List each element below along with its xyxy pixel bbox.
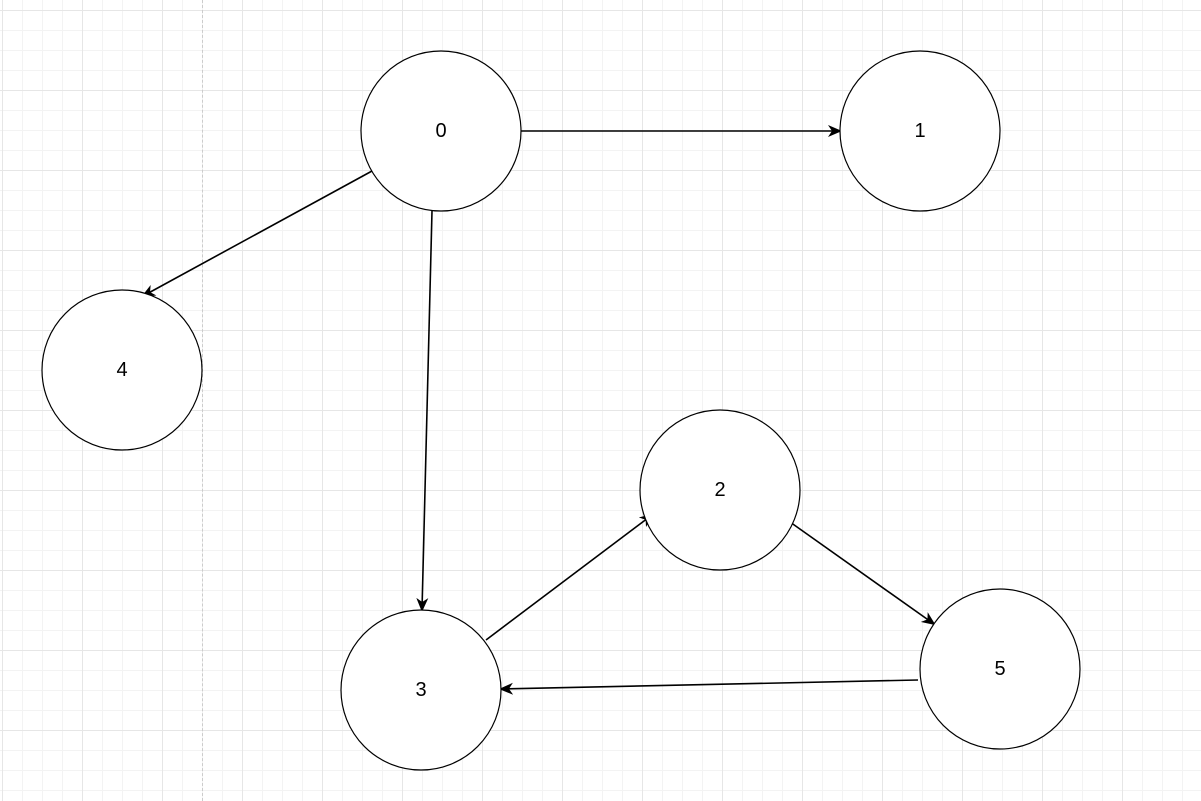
edge-5-to-3-arrow[interactable] — [499, 679, 919, 695]
node-0[interactable]: 0 — [360, 50, 522, 212]
node-5-label: 5 — [994, 658, 1005, 680]
node-0-circle[interactable] — [360, 50, 522, 212]
edge-0-to-4-arrow[interactable] — [141, 170, 373, 297]
node-3-circle[interactable] — [340, 609, 502, 771]
node-1-circle[interactable] — [839, 50, 1001, 212]
page-boundary-guide — [202, 0, 203, 801]
nodes: 0 1 2 3 4 5 — [41, 50, 1081, 771]
node-4[interactable]: 4 — [41, 289, 203, 451]
edges — [141, 125, 936, 695]
node-3-label: 3 — [415, 679, 426, 701]
edge-2-to-5-arrow[interactable] — [789, 521, 936, 626]
node-5[interactable]: 5 — [919, 588, 1081, 750]
node-2-circle[interactable] — [639, 409, 801, 571]
node-5-circle[interactable] — [919, 588, 1081, 750]
node-2[interactable]: 2 — [639, 409, 801, 571]
edge-0-to-3-arrow[interactable] — [416, 210, 433, 612]
node-0-label: 0 — [435, 120, 446, 142]
node-1[interactable]: 1 — [839, 50, 1001, 212]
node-4-circle[interactable] — [41, 289, 203, 451]
node-2-label: 2 — [714, 479, 725, 501]
edge-3-to-2-arrow[interactable] — [485, 513, 654, 641]
node-3[interactable]: 3 — [340, 609, 502, 771]
node-4-label: 4 — [116, 359, 127, 381]
node-1-label: 1 — [914, 120, 925, 142]
